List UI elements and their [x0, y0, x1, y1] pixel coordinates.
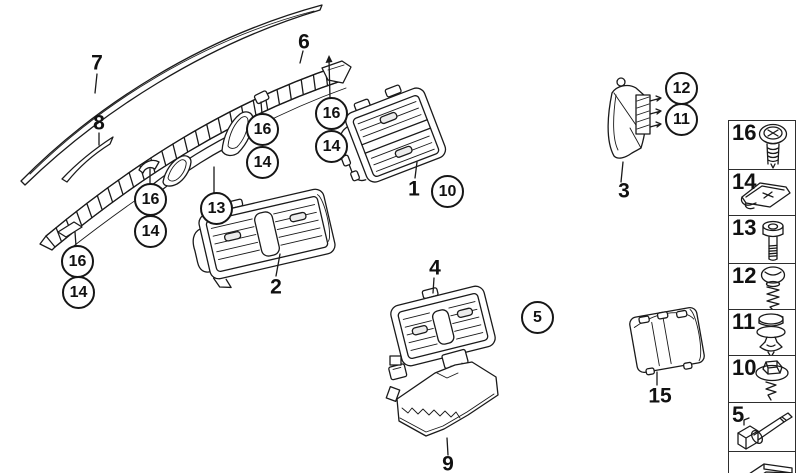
- part-8-trim-sliver: [61, 136, 114, 183]
- legend-item-11: 11: [728, 309, 796, 357]
- circled-callout-11: 11: [665, 103, 698, 136]
- circled-callout-14-topright: 14: [315, 130, 348, 163]
- socket-bolt-icon: [762, 220, 784, 261]
- legend-item-13: 13: [728, 215, 796, 264]
- legend-number: 13: [732, 215, 757, 240]
- legend-number: 11: [732, 309, 756, 334]
- part-15-storage-box: [629, 306, 705, 376]
- tapping-screw-icon: [760, 266, 786, 311]
- legend-number: 12: [732, 263, 757, 288]
- callout-part-9: 9: [442, 452, 454, 473]
- legend-number: 5: [732, 402, 745, 427]
- circled-callout-16-midleft: 16: [134, 183, 167, 216]
- part-3-side-cover: [607, 77, 662, 159]
- part-1-side-vent: [335, 84, 447, 183]
- legend-item-10: 10: [728, 355, 796, 403]
- gasket-pad-icon: [749, 463, 793, 473]
- hex-flange-screw-icon: [755, 360, 789, 401]
- circled-callout-14-midleft: 14: [134, 215, 167, 248]
- legend-number: 10: [732, 355, 757, 380]
- part-9-lower-duct: [385, 348, 499, 437]
- circled-callout-10: 10: [431, 175, 464, 208]
- legend-number: 16: [732, 120, 757, 145]
- circled-callout-14-left: 14: [62, 276, 95, 309]
- callout-part-2: 2: [270, 275, 282, 299]
- temperature-sensor-icon: [737, 412, 793, 450]
- circled-callout-14-middle: 14: [246, 146, 279, 179]
- callout-part-3: 3: [618, 179, 630, 203]
- part-4-rear-vent: [388, 285, 496, 381]
- legend-item-pad: [728, 451, 796, 473]
- circled-callout-13: 13: [200, 192, 233, 225]
- legend-item-16: 16: [728, 120, 796, 170]
- callout-part-15: 15: [648, 384, 672, 408]
- pan-head-screw-icon: [758, 123, 788, 169]
- circled-callout-12: 12: [665, 72, 698, 105]
- speed-nut-clip-icon: [740, 182, 791, 210]
- circled-callout-16-middle: 16: [246, 113, 279, 146]
- part-6-dashboard-rail: [39, 60, 352, 253]
- part-7-windshield-trim-strip: [20, 4, 323, 186]
- expansion-rivet-icon: [756, 313, 786, 357]
- callout-part-6: 6: [298, 30, 310, 54]
- callout-part-1: 1: [408, 177, 420, 201]
- circled-callout-16-topright: 16: [315, 97, 348, 130]
- circled-callout-16-left: 16: [61, 245, 94, 278]
- circled-callout-5: 5: [521, 301, 554, 334]
- callout-part-4: 4: [429, 256, 441, 280]
- legend-item-12: 12: [728, 263, 796, 311]
- part-2-center-vent: [192, 188, 336, 289]
- legend-item-5: 5: [728, 402, 796, 452]
- callout-part-7: 7: [91, 51, 103, 75]
- leader-lines: [74, 50, 658, 456]
- legend-item-14: 14: [728, 169, 796, 216]
- callout-part-8: 8: [93, 111, 105, 135]
